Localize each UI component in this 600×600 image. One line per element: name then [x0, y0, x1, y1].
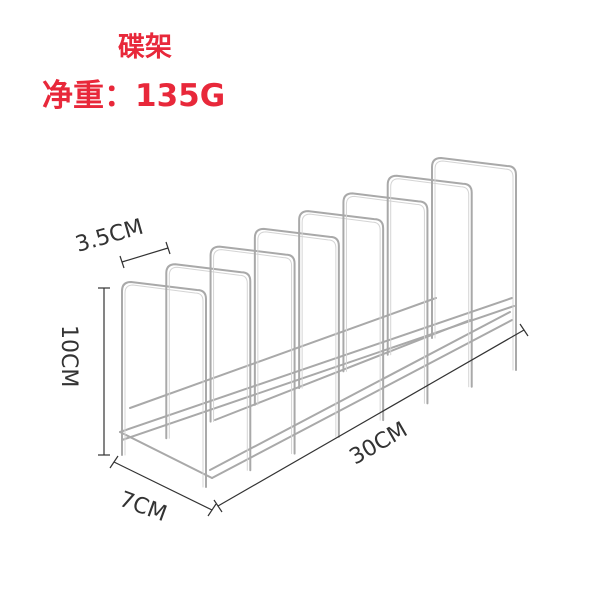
rack-divider	[165, 263, 252, 472]
rack-divider	[431, 157, 517, 371]
rack-divider-highlight	[390, 178, 470, 388]
rack-divider-highlight	[168, 266, 248, 471]
width-label: 7CM	[116, 487, 170, 527]
product-weight: 净重：135G	[42, 75, 225, 117]
rack-divider	[121, 281, 207, 488]
product-name: 碟架	[118, 32, 172, 63]
length-label: 30CM	[346, 417, 412, 470]
rack-divider	[253, 227, 340, 438]
base-rail-back	[119, 297, 513, 433]
width-line	[113, 461, 213, 511]
rack-divider	[386, 174, 473, 388]
rack-divider-highlight	[301, 213, 381, 421]
cross-bar-back	[129, 297, 437, 409]
rack-divider	[209, 245, 296, 455]
rack-divider-highlight	[345, 195, 425, 404]
depth-label: 3.5CM	[73, 215, 147, 258]
rack-divider-highlight	[434, 160, 514, 371]
depth-tick-a	[119, 255, 125, 269]
depth-tick-b	[165, 241, 171, 255]
rack-divider	[342, 192, 429, 405]
depth-line	[121, 247, 169, 263]
rack-divider	[298, 210, 385, 422]
weight-label: 净重：	[42, 78, 135, 114]
length-line	[217, 329, 525, 507]
rack-divider-highlight	[213, 249, 293, 455]
height-label: 10CM	[56, 325, 81, 387]
base-rail-front	[209, 311, 511, 471]
length-tick-a	[213, 499, 223, 513]
width-tick-b	[207, 503, 217, 517]
base-rail-front-inner	[211, 319, 513, 479]
rack-divider-highlight	[124, 284, 204, 488]
width-tick-a	[109, 455, 119, 469]
dimension-annotations	[98, 241, 529, 517]
base-end-bar	[119, 431, 213, 479]
rack-divider-highlight	[257, 231, 337, 438]
dish-rack	[119, 157, 517, 488]
length-tick-b	[519, 323, 529, 337]
weight-value: 135G	[135, 78, 226, 114]
